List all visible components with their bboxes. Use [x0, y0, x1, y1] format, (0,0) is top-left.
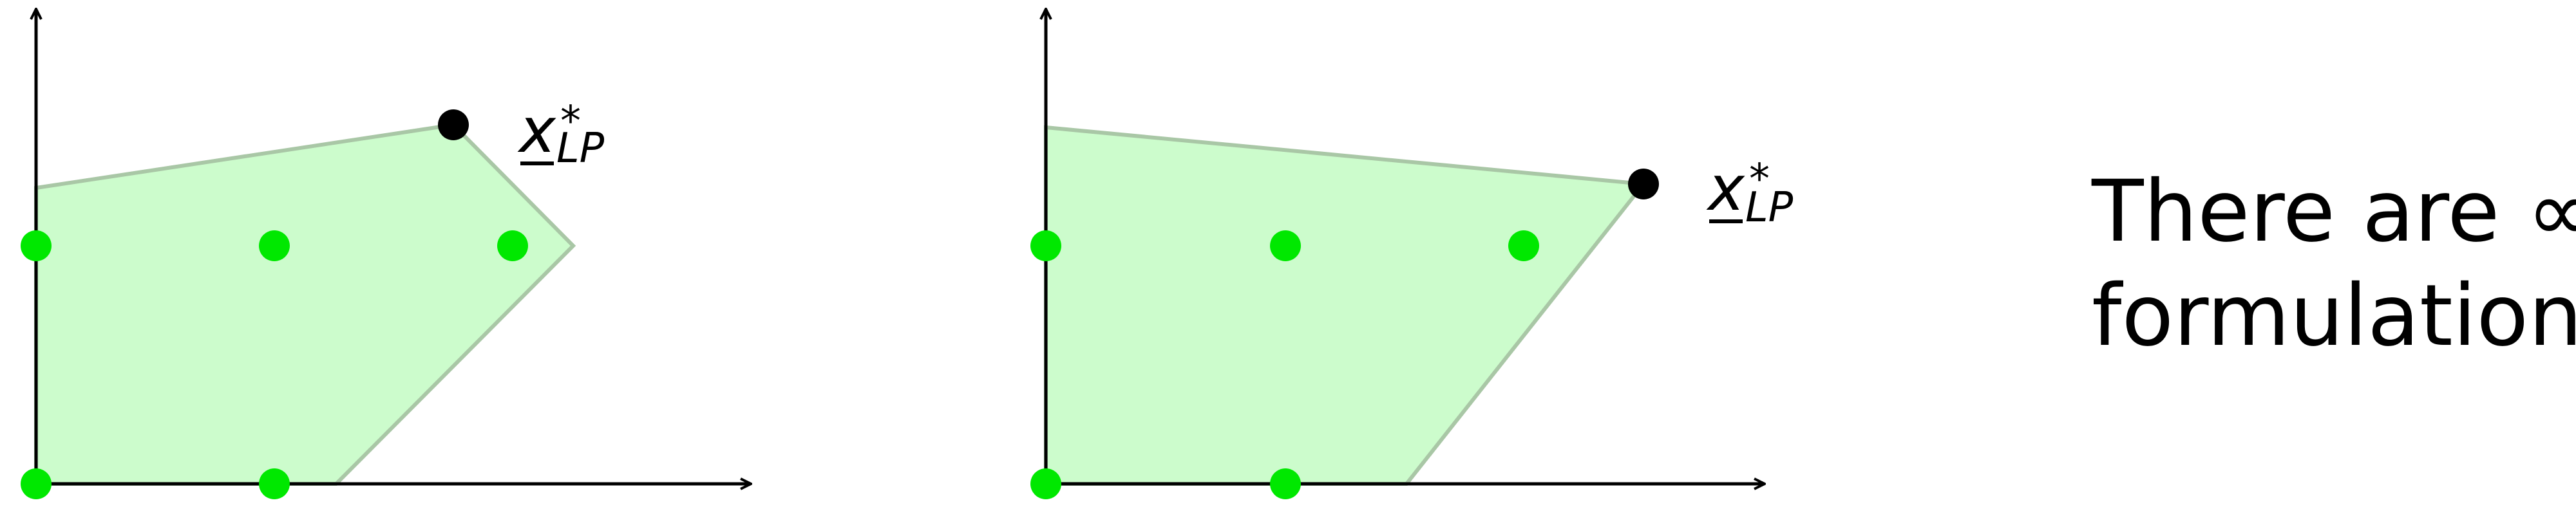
panel-1-lp-optimum-point — [438, 109, 469, 140]
integer-point — [1030, 230, 1061, 261]
panel-1: x * LP — [21, 9, 751, 499]
integer-point — [497, 230, 528, 261]
panel-2-integer-points — [1030, 230, 1539, 499]
lp-label-sup: * — [560, 98, 581, 145]
lp-label-main: x — [1706, 152, 1745, 225]
integer-point — [1508, 230, 1539, 261]
caption-line-1: There are ∞ — [2092, 162, 2576, 261]
integer-point — [21, 468, 52, 499]
panel-1-feasible-region — [34, 122, 576, 486]
panel-2: x * LP — [1030, 9, 1794, 499]
integer-point — [1270, 230, 1301, 261]
panel-2-lp-optimum-label: x * LP — [1706, 152, 1794, 232]
panel-2-feasible-region — [1044, 125, 1647, 486]
integer-point — [259, 468, 290, 499]
caption-line-2: formulations — [2092, 266, 2576, 365]
integer-point — [259, 230, 290, 261]
lp-label-sub: LP — [1745, 184, 1794, 232]
panel-2-lp-optimum-point — [1628, 169, 1659, 199]
integer-point — [21, 230, 52, 261]
lp-label-main: x — [517, 95, 556, 167]
formulations-caption: There are ∞ formulations — [2092, 160, 2576, 368]
lp-label-sub: LP — [556, 125, 605, 172]
integer-point — [1270, 468, 1301, 499]
integer-point — [1030, 468, 1061, 499]
lp-label-sup: * — [1749, 156, 1770, 203]
panel-1-integer-points — [21, 230, 528, 499]
panel-1-lp-optimum-label: x * LP — [517, 95, 605, 172]
